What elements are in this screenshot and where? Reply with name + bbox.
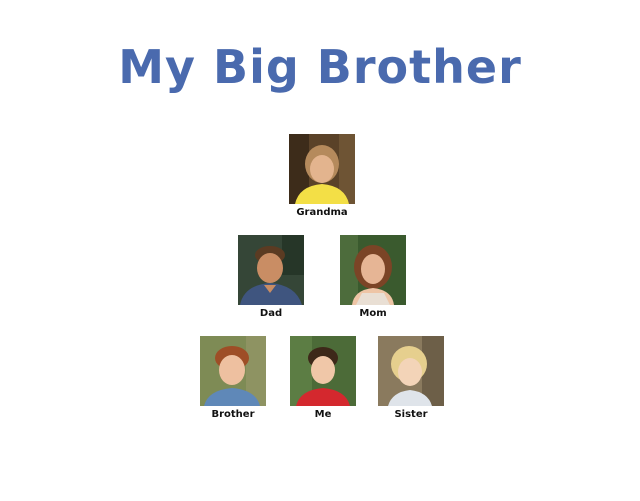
grandma-label: Grandma — [296, 207, 348, 218]
family-member-me: Me — [283, 336, 363, 420]
family-member-sister: Sister — [371, 336, 451, 420]
grandma-photo — [289, 134, 355, 204]
family-member-grandma: Grandma — [282, 134, 362, 218]
family-member-brother: Brother — [193, 336, 273, 420]
dad-label: Dad — [259, 308, 283, 319]
mom-label: Mom — [359, 308, 387, 319]
dad-photo — [238, 235, 304, 305]
page-title: My Big Brother — [118, 40, 522, 94]
brother-photo — [200, 336, 266, 406]
family-member-mom: Mom — [333, 235, 413, 319]
sister-photo — [378, 336, 444, 406]
me-photo — [290, 336, 356, 406]
me-label: Me — [314, 409, 332, 420]
brother-label: Brother — [211, 409, 255, 420]
family-member-dad: Dad — [231, 235, 311, 319]
sister-label: Sister — [394, 409, 428, 420]
mom-photo — [340, 235, 406, 305]
